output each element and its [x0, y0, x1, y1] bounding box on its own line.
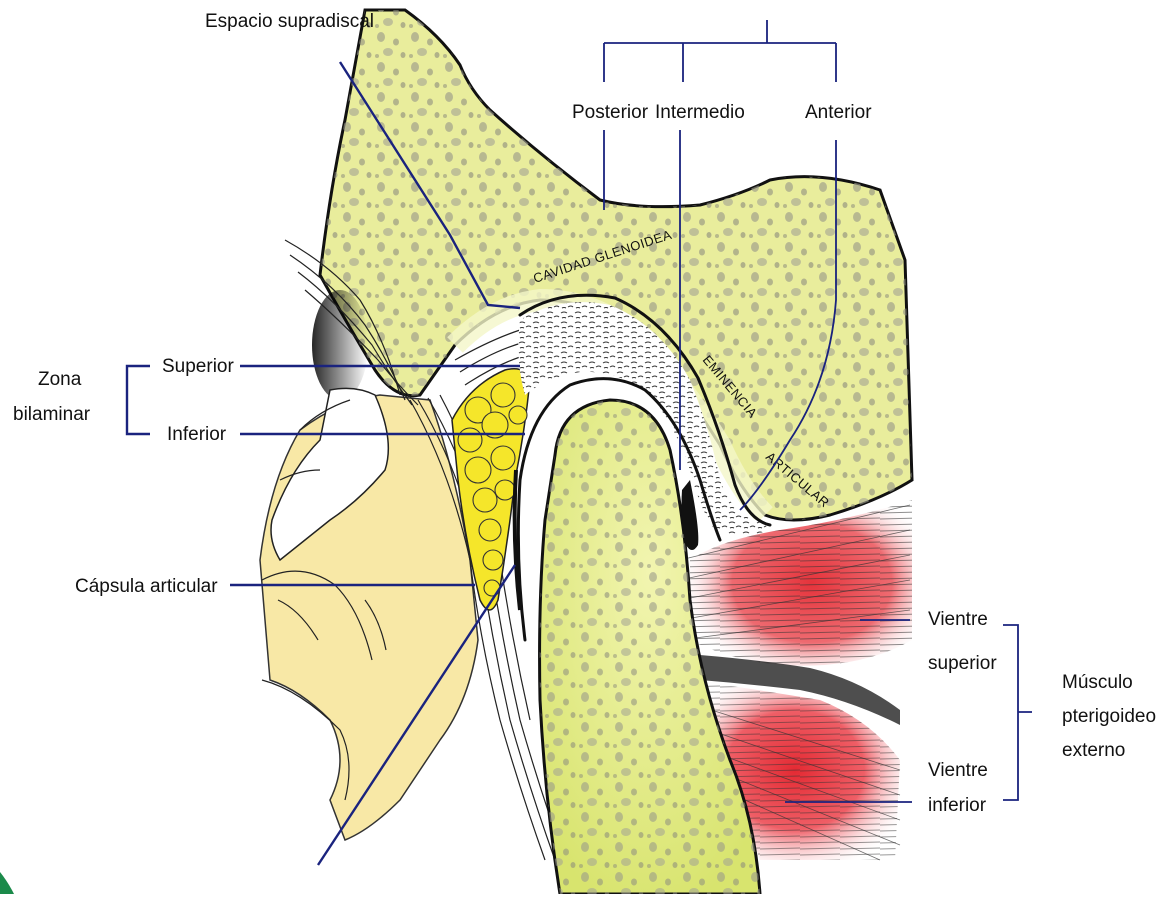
label-capsula-articular: Cápsula articular [75, 576, 218, 597]
label-vientre-superior-1: Vientre [928, 609, 988, 630]
label-inferior: Inferior [167, 424, 227, 445]
label-vientre-inferior-1: Vientre [928, 760, 988, 781]
label-bilaminar: bilaminar [13, 404, 91, 425]
label-zona: Zona [38, 369, 82, 390]
label-musculo-3: externo [1062, 740, 1125, 761]
bracket-musculo [1003, 625, 1032, 800]
label-superior: Superior [162, 356, 234, 377]
label-musculo-1: Músculo [1062, 672, 1133, 693]
label-vientre-superior-2: superior [928, 653, 997, 674]
label-intermedio: Intermedio [655, 102, 745, 123]
bracket-zona-bilaminar [127, 366, 150, 434]
ear-shadow [312, 290, 368, 400]
label-musculo-2: pterigoideo [1062, 706, 1156, 727]
corner-accent [0, 872, 14, 894]
label-espacio-supradiscal: Espacio supradiscal [205, 11, 374, 32]
label-vientre-inferior-2: inferior [928, 795, 987, 816]
label-posterior: Posterior [572, 102, 649, 123]
label-anterior: Anterior [805, 102, 872, 123]
